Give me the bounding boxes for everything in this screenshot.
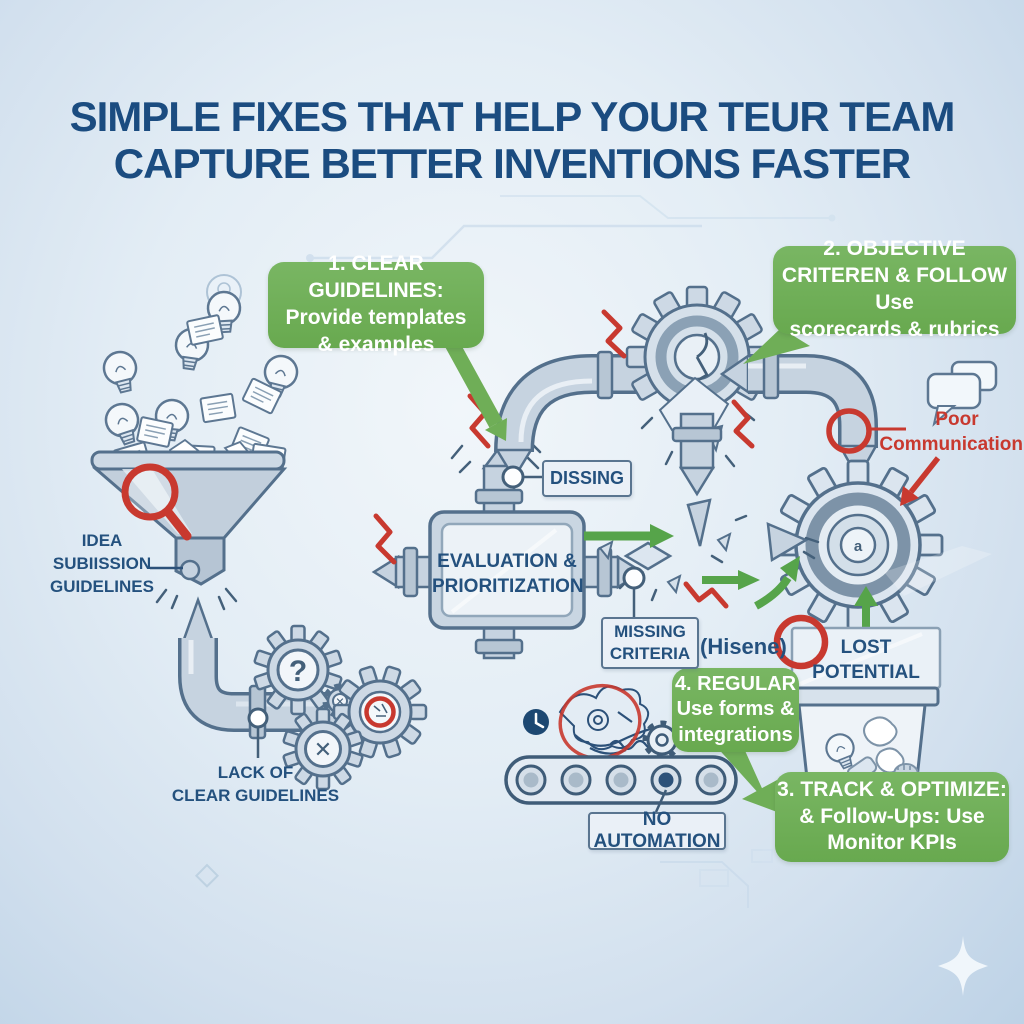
- crack-marks: [450, 440, 542, 474]
- callout-tails: [444, 328, 810, 812]
- circuit-lines-decoration: [306, 195, 836, 908]
- conveyor-belt: [504, 755, 738, 813]
- idea-submission-label: IDEA SUBIISSION GUIDELINES: [50, 531, 154, 596]
- callout-3-track-optimize: 3. TRACK & OPTIMIZE: & Follow-Ups: Use M…: [775, 772, 1009, 862]
- pipe-to-target-gear: [719, 350, 879, 481]
- page-title-line1: SIMPLE FIXES THAT HELP YOUR TEUR TEAM: [69, 93, 956, 140]
- lack-of-guidelines-label: LACK OF CLEAR GUIDELINES: [171, 763, 340, 805]
- poor-communication-marker: [826, 408, 941, 506]
- magnifier-icon: [121, 463, 192, 541]
- evaluation-prioritization-label: EVALUATION & PRIORITIZATION: [432, 551, 584, 597]
- lost-potential-label: LOST POTENTIAL: [812, 637, 920, 683]
- sparkle-icon: [938, 936, 988, 996]
- gear-center-glyph: a: [854, 538, 863, 555]
- green-flow-arrows: [584, 524, 878, 634]
- idea-funnel: [90, 450, 288, 611]
- poor-communication-label: Poor Communication?: [879, 409, 1024, 455]
- x-glyph: ✕: [314, 737, 332, 762]
- missing-criteria-callout: [622, 566, 646, 618]
- missing-criteria-label: MISSING CRITERIA: [601, 617, 699, 669]
- callout-1-clear-guidelines: 1. CLEAR GUIDELINES: Provide templates &…: [268, 252, 484, 356]
- no-automation-label: NO AUTOMATION: [588, 809, 726, 852]
- question-gear: ?: [253, 624, 343, 716]
- speech-bubbles-icon: [926, 360, 998, 427]
- dissing-callout: [501, 465, 542, 489]
- red-alert-circle: [773, 614, 829, 670]
- callout-2-objective-criteria: 2. OBJECTIVE CRITEREN & FOLLOW Use score…: [773, 237, 1016, 341]
- funnel-callout-dot: [179, 559, 201, 581]
- x-gear: ✕: [282, 707, 364, 791]
- evaluation-machine: [371, 445, 645, 660]
- diamond-decoration: [194, 863, 220, 888]
- lack-callout-dot: [247, 707, 269, 729]
- hisene-label: (Hisene): [700, 634, 787, 659]
- question-glyph: ?: [289, 655, 307, 688]
- broken-pipe-debris: [598, 412, 748, 602]
- page-title-line2: CAPTURE BETTER INVENTIONS FASTER: [113, 140, 911, 187]
- red-highlight-circle: [364, 696, 396, 728]
- x-glyph: ✕: [335, 697, 344, 709]
- target-gear: a: [766, 459, 992, 631]
- dissing-label: DISSING: [542, 460, 632, 497]
- automation-clutter: [523, 684, 682, 760]
- callout-4-regular: 4. REGULAR Use forms & integrations: [672, 668, 799, 752]
